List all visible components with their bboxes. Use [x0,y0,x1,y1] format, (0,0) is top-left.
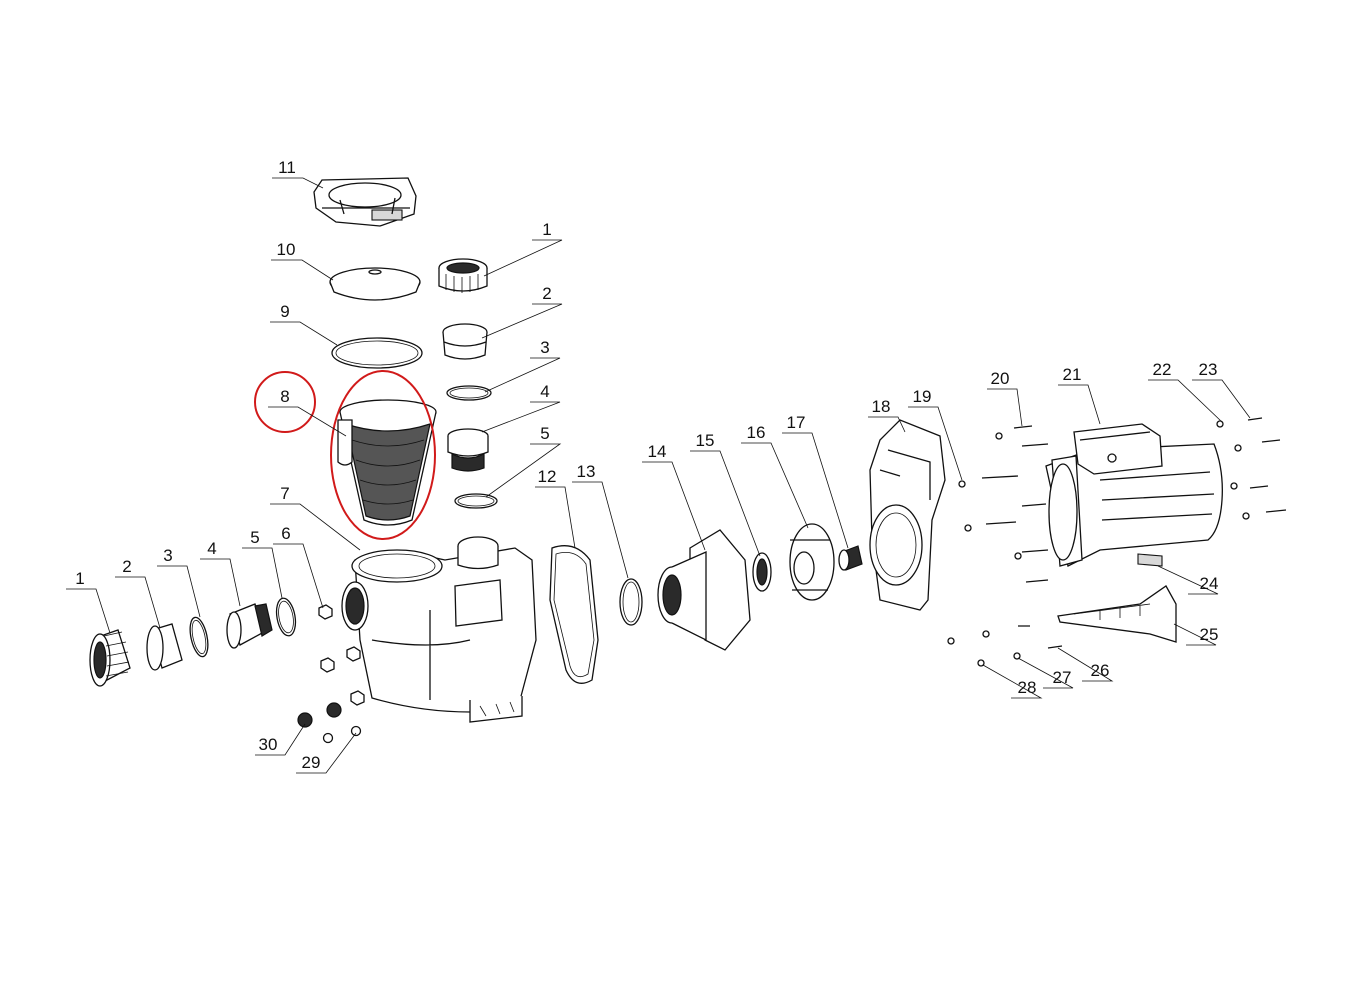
label-7: 7 [280,484,289,503]
label-3-upper: 3 [540,338,549,357]
part-13-oring [619,578,643,626]
label-27: 27 [1053,668,1072,687]
inlet-adapter-4 [226,603,273,649]
label-4-upper: 4 [540,382,549,401]
part-19-washers [947,480,990,645]
label-1-upper: 1 [542,220,551,239]
label-24: 24 [1200,574,1219,593]
label-5-upper: 5 [540,424,549,443]
upper-oring-5 [454,493,498,509]
label-18: 18 [872,397,891,416]
label-19: 19 [913,387,932,406]
inlet-oring-5 [275,597,297,637]
part-18-seal-plate [869,419,946,611]
label-22: 22 [1153,360,1172,379]
part-8-strainer-basket [337,399,437,526]
label-6: 6 [281,524,290,543]
label-8-highlight-circle [254,371,316,433]
label-29: 29 [302,753,321,772]
label-17: 17 [787,413,806,432]
upper-union-nut-1 [438,258,488,293]
label-20: 20 [991,369,1010,388]
part-28-nut [977,659,985,667]
part-23-bolts [1247,417,1287,513]
label-28: 28 [1018,678,1037,697]
label-1-inlet: 1 [75,569,84,588]
part-9-oring [331,337,423,369]
part-16-impeller [789,523,835,601]
label-23: 23 [1199,360,1218,379]
label-13: 13 [577,462,596,481]
part-26-bolts [1018,625,1063,649]
part-21-motor [1045,423,1223,567]
part-17-mechanical-seal [838,545,863,571]
label-25: 25 [1200,625,1219,644]
part-8-highlight-ellipse [330,370,436,540]
part-20-bolts [964,425,1049,583]
drain-plug-30 [297,702,342,728]
part-7-pump-housing [341,536,537,723]
part-11-locking-ring [313,177,417,227]
label-9: 9 [280,302,289,321]
part-labels: 11 10 9 8 7 1 2 3 4 5 1 2 3 4 5 6 12 13 … [75,158,1218,772]
inlet-union-nut-1 [89,629,131,687]
part-24-key [1137,553,1163,567]
label-4-inlet: 4 [207,539,216,558]
inlet-oring-3 [189,616,209,658]
label-11: 11 [278,158,296,177]
inlet-tail-piece-2 [146,623,183,671]
upper-tail-piece-2 [442,323,488,360]
label-2-upper: 2 [542,284,551,303]
part-12-gasket [549,545,599,684]
part-22-washers [1216,420,1250,520]
part-25-motor-support [1057,585,1177,643]
label-14: 14 [648,442,667,461]
label-15: 15 [696,431,715,450]
label-10: 10 [277,240,296,259]
part-10-lid [329,267,421,301]
label-30: 30 [259,735,278,754]
drain-oring-29 [322,725,362,744]
drain-plugs-6 [318,604,365,706]
part-14-diffuser [657,529,751,651]
label-5-inlet: 5 [250,528,259,547]
label-16: 16 [747,423,766,442]
leader-lines [66,177,1251,774]
upper-oring-3 [446,385,492,401]
label-21: 21 [1063,365,1082,384]
label-2-inlet: 2 [122,557,131,576]
part-15-oring [752,552,772,592]
upper-adapter-4 [447,428,489,472]
label-8: 8 [280,387,289,406]
label-26: 26 [1091,661,1110,680]
part-27-washer [1013,652,1021,660]
label-12: 12 [538,467,557,486]
label-3-inlet: 3 [163,546,172,565]
